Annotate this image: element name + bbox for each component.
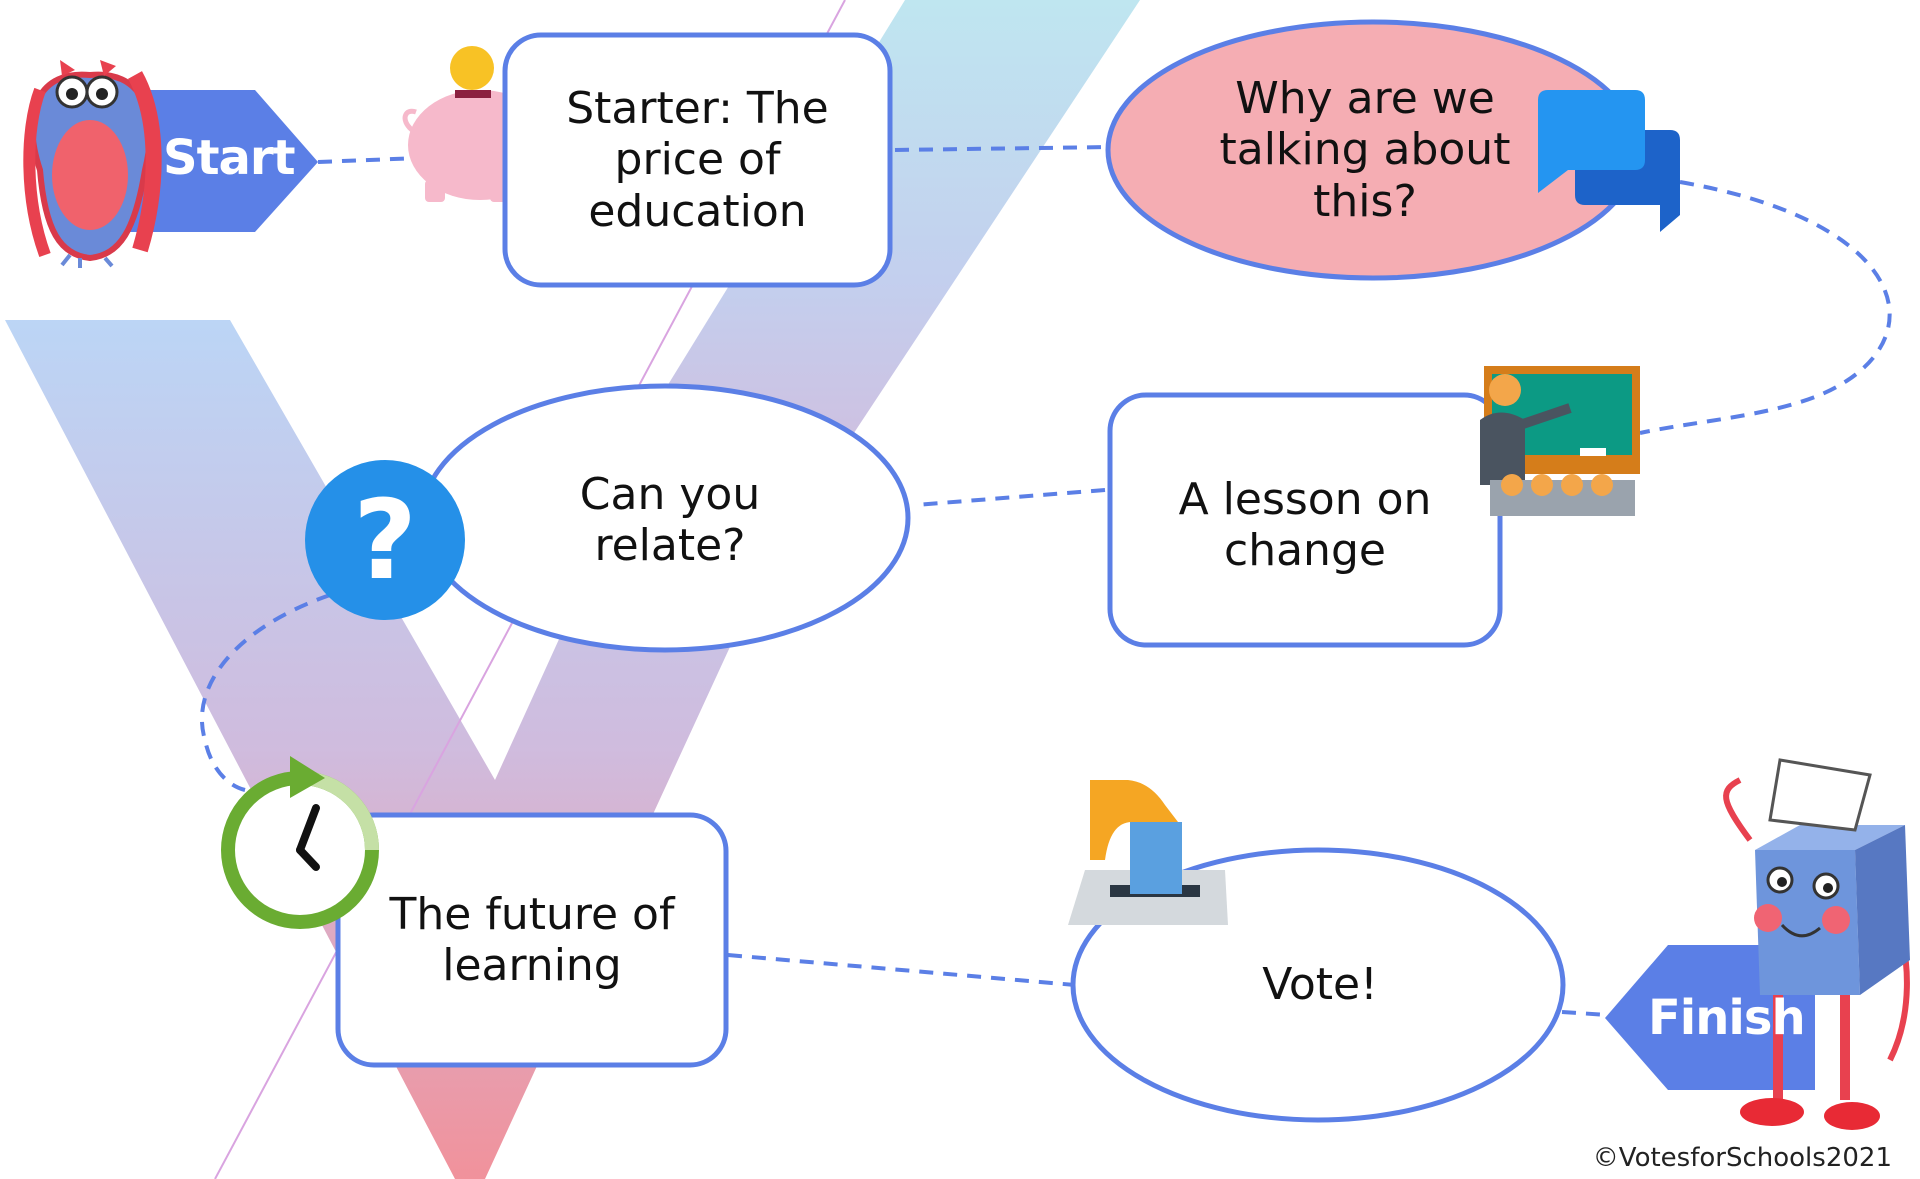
connector-why-lesson [1639,180,1892,435]
connector-vote-finish [1561,1010,1609,1017]
teacher-classroom-icon [1480,366,1640,516]
finish-label: Finish [1648,990,1806,1046]
connector-future-vote [727,953,1076,987]
speech-bubbles-icon [1538,90,1680,232]
connectors [199,145,1892,1017]
connector-relate-future [199,593,331,792]
step-future-text: The future of learning [389,888,675,991]
step-starter-text: Starter: The price of education [566,83,829,237]
connector-start-starter [317,156,421,164]
step-lesson-box [1107,392,1503,648]
step-future-box [335,812,729,1068]
copyright-text: ©VotesforSchools2021 [1592,1143,1892,1173]
step-why-text: Why are we talking about this? [1219,73,1511,227]
step-starter-box [502,32,893,288]
connector-lesson-relate [914,488,1106,507]
connector-starter-why [894,145,1113,152]
question-mark-icon: ? [305,460,465,620]
clock-refresh-icon [221,756,379,929]
owl-mascot-icon [23,60,162,268]
ballot-box-icon [1068,780,1228,925]
step-lesson-text: A lesson on change [1178,473,1432,576]
ballot-box-mascot-icon [1723,758,1910,1130]
step-vote-text: Vote! [1262,959,1378,1011]
start-label: Start [163,130,296,186]
svg-text:?: ? [353,476,417,604]
step-relate-text: Can you relate? [579,468,761,571]
